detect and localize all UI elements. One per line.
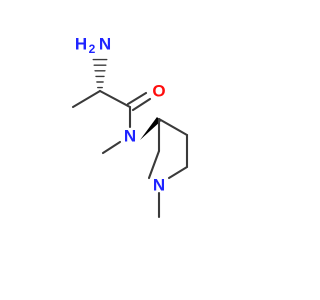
ring-bond-n1-c2 bbox=[147, 149, 161, 180]
ring-bond-c3-c4 bbox=[157, 117, 189, 137]
bond-carbonyl-o-b bbox=[131, 97, 152, 112]
ring-bond-c5-c6 bbox=[167, 165, 189, 180]
amine-label: H 2 N bbox=[75, 35, 111, 57]
amide-nitrogen-label: N bbox=[124, 127, 136, 146]
amine-n-label: N bbox=[99, 35, 111, 54]
carbonyl-oxygen-label: O bbox=[152, 82, 165, 101]
amine-h-label: H bbox=[75, 35, 87, 54]
bond-methyl-alpha bbox=[71, 89, 102, 109]
bond-carbonyl-o-a bbox=[126, 91, 148, 106]
bond-alpha-carbonyl bbox=[98, 89, 132, 109]
bond-amide-n-methyl bbox=[101, 140, 122, 155]
wedged-stereo-bond bbox=[140, 117, 161, 140]
amine-subscript-label: 2 bbox=[89, 42, 96, 56]
ring-nitrogen-label: N bbox=[153, 176, 165, 195]
hashed-stereo-bond bbox=[92, 58, 108, 89]
molecule-structure: H 2 N O N N bbox=[71, 35, 189, 219]
